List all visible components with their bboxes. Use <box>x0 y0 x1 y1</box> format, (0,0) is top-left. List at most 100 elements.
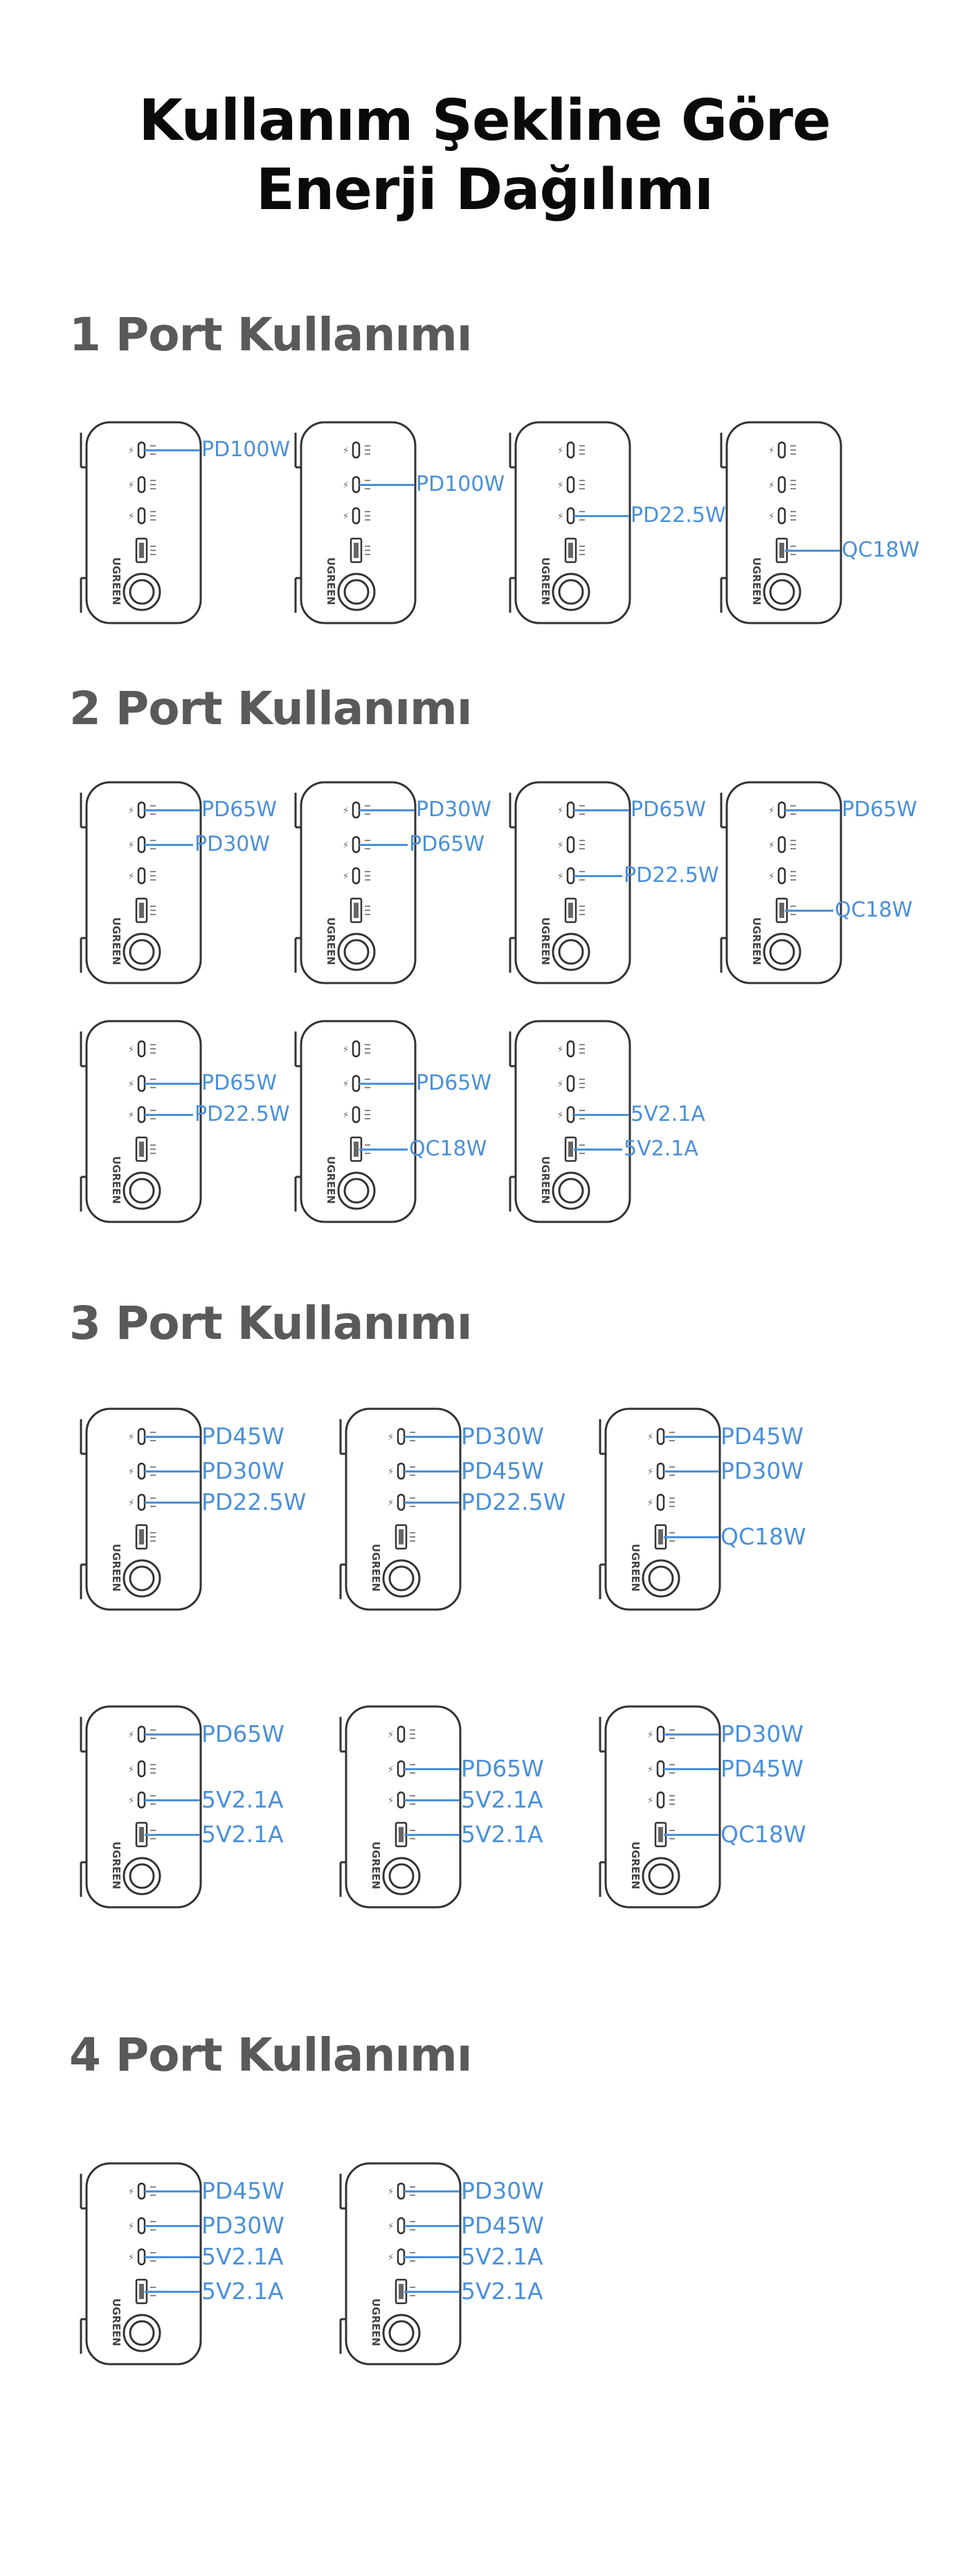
callout-line <box>785 550 840 552</box>
port-symbol: ⚡ <box>557 446 563 456</box>
usb-c-port-c3 <box>566 507 575 525</box>
callout-line <box>664 1436 719 1438</box>
port-symbol: ⚡ <box>128 1498 134 1508</box>
port-symbol: ⚡ <box>557 1079 563 1090</box>
usb-c-port-c3 <box>566 1106 575 1124</box>
port-power-label: PD45W <box>201 2177 284 2204</box>
usb-c-port-c1 <box>566 801 575 819</box>
usb-c-port-c1 <box>352 801 361 819</box>
callout-line <box>359 1083 415 1085</box>
callout-line <box>574 515 629 517</box>
callout-line <box>785 910 833 912</box>
charger-outline: ⚡⚡⚡UGREEN <box>339 1705 462 1909</box>
usb-c-port-c2 <box>352 476 361 494</box>
port-power-label: 5V2.1A <box>201 1786 284 1813</box>
usb-c-port-c2 <box>397 1462 406 1480</box>
usb-c-port-c2 <box>137 1074 146 1092</box>
port-power-label: PD30W <box>461 2177 544 2204</box>
usb-c-port-c1 <box>566 1040 575 1058</box>
callout-line <box>145 1470 200 1472</box>
usb-c-port-c1 <box>777 441 786 459</box>
port-symbol: ⚡ <box>557 840 563 851</box>
usb-c-port-c2 <box>656 1760 665 1778</box>
port-symbol: ⚡ <box>128 2253 134 2263</box>
port-power-label: 5V2.1A <box>201 1821 284 1848</box>
port-symbol: ⚡ <box>128 1432 134 1443</box>
charger-outline: ⚡⚡⚡UGREEN <box>80 421 202 624</box>
callout-line <box>404 1502 460 1504</box>
port-symbol: ⚡ <box>128 1796 134 1806</box>
port-power-label: PD30W <box>201 1457 284 1484</box>
usb-c-port-c2 <box>566 1074 575 1092</box>
port-power-label: PD22.5W <box>461 1488 566 1515</box>
callout-line <box>145 2291 200 2293</box>
usb-c-port-c1 <box>397 1427 406 1445</box>
port-power-label: PD65W <box>409 832 485 856</box>
usb-c-port-c2 <box>397 2217 406 2235</box>
usb-c-port-c1 <box>137 1427 146 1445</box>
callout-line <box>145 809 200 811</box>
port-power-label: PD100W <box>416 472 505 496</box>
charger-outline: ⚡⚡⚡UGREEN <box>80 1020 202 1223</box>
usb-c-port-c1 <box>137 441 146 459</box>
port-power-label: PD30W <box>721 1457 804 1484</box>
usb-c-port-c1 <box>137 1725 146 1743</box>
port-symbol: ⚡ <box>388 2222 394 2232</box>
port-symbol: ⚡ <box>128 512 134 522</box>
usb-c-port-c3 <box>397 2248 406 2266</box>
port-power-label: QC18W <box>409 1137 487 1161</box>
port-symbol: ⚡ <box>128 1730 134 1740</box>
callout-line <box>574 875 622 877</box>
callout-line <box>359 809 415 811</box>
usb-c-port-c2 <box>137 2217 146 2235</box>
callout-line <box>574 1114 629 1116</box>
charger-outline: ⚡⚡⚡UGREEN <box>599 1705 721 1909</box>
port-symbol: ⚡ <box>557 480 563 491</box>
callout-line <box>145 844 193 846</box>
charger-outline: ⚡⚡⚡UGREEN <box>294 781 417 984</box>
port-power-label: 5V2.1A <box>631 1102 705 1126</box>
port-power-label: PD22.5W <box>624 863 719 888</box>
usb-c-port-c3 <box>352 507 361 525</box>
charger-outline: ⚡⚡⚡UGREEN <box>294 421 417 624</box>
port-power-label: QC18W <box>835 898 913 922</box>
port-power-label: PD65W <box>201 1071 278 1095</box>
charger-outline: ⚡⚡⚡UGREEN <box>80 2162 202 2366</box>
usb-c-port-c3 <box>137 1106 146 1124</box>
brand-logo: UGREEN <box>539 1156 552 1204</box>
port-power-label: 5V2.1A <box>201 2243 284 2270</box>
port-symbol: ⚡ <box>768 840 775 851</box>
port-symbol: ⚡ <box>647 1765 653 1775</box>
charger-outline: ⚡⚡⚡UGREEN <box>339 1407 462 1611</box>
port-symbol: ⚡ <box>768 512 775 522</box>
usb-c-port-c2 <box>137 476 146 494</box>
usb-c-port-c1 <box>352 1040 361 1058</box>
usb-c-port-c3 <box>137 1791 146 1809</box>
port-symbol: ⚡ <box>388 1432 394 1443</box>
port-symbol: ⚡ <box>343 1045 349 1055</box>
page-title-line-2: Enerji Dağılımı <box>255 156 714 223</box>
usb-c-port-c3 <box>352 1106 361 1124</box>
port-symbol: ⚡ <box>768 480 775 491</box>
callout-line <box>359 484 415 486</box>
usb-c-port-c2 <box>137 1760 146 1778</box>
port-symbol: ⚡ <box>128 1045 134 1055</box>
port-power-label: PD30W <box>461 1423 544 1450</box>
brand-logo: UGREEN <box>325 917 337 965</box>
usb-c-port-c3 <box>777 507 786 525</box>
port-symbol: ⚡ <box>128 2222 134 2232</box>
port-symbol: ⚡ <box>557 512 563 522</box>
port-power-label: PD65W <box>461 1755 544 1782</box>
charger-outline: ⚡⚡⚡UGREEN <box>720 421 842 624</box>
usb-c-port-c3 <box>397 1493 406 1511</box>
port-symbol: ⚡ <box>343 1079 349 1090</box>
usb-c-port-c2 <box>566 476 575 494</box>
usb-c-port-c1 <box>397 2182 406 2200</box>
callout-line <box>145 2256 200 2258</box>
usb-c-port-c2 <box>566 836 575 854</box>
brand-logo: UGREEN <box>370 1544 382 1592</box>
